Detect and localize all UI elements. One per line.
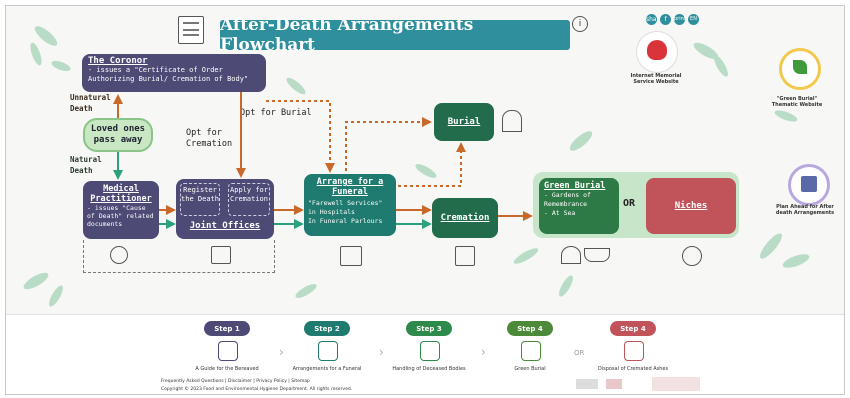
burial-box[interactable]: Burial <box>434 103 494 141</box>
funeral-title: Arrange for a Funeral <box>316 177 384 197</box>
step-label[interactable]: Handling of Deceased Bodies <box>392 366 466 372</box>
funeral-line1: "Farewell Services" in Hospitals <box>308 199 383 216</box>
tombstone-icon <box>502 110 522 132</box>
language-button[interactable]: EN <box>688 14 699 25</box>
step-pill[interactable]: Step 4 <box>507 321 553 336</box>
accessibility-badge <box>576 379 598 389</box>
leaf-decorations <box>23 26 810 307</box>
office-bracket <box>83 240 275 273</box>
footer-link-disclaimer[interactable]: Disclaimer <box>228 379 252 384</box>
ashes-disposal-icon[interactable] <box>624 341 644 361</box>
green-burial-link-circle[interactable] <box>779 48 821 90</box>
heart-icon <box>647 40 667 60</box>
niche-urn-icon <box>682 246 702 266</box>
medical-practitioner-box[interactable]: Medical Practitioner - issues "Cause of … <box>83 181 159 239</box>
footer-links: Frequently Asked Questions | Disclaimer … <box>161 379 310 384</box>
step-label[interactable]: Disposal of Cremated Ashes <box>597 366 669 372</box>
plan-ahead-link-label[interactable]: Plan Ahead for After death Arrangements <box>775 204 835 216</box>
coroner-title: The Coronor <box>88 56 148 66</box>
or-label: OR <box>623 198 636 209</box>
coroner-box[interactable]: The Coronor - issues a "Certificate of O… <box>82 54 266 92</box>
green-burial-line1: - Gardens of Remembrance <box>544 191 591 208</box>
chevron-right-icon: › <box>279 345 284 359</box>
burial-label: Burial <box>447 117 481 127</box>
info-icon[interactable]: i <box>572 16 588 32</box>
step-pill[interactable]: Step 2 <box>304 321 350 336</box>
step-pill[interactable]: Step 4 <box>610 321 656 336</box>
medical-title: Medical Practitioner <box>90 184 152 204</box>
step-label[interactable]: A Guide for the Bereaved <box>195 366 259 372</box>
footer-link-privacy[interactable]: Privacy Policy <box>256 379 287 384</box>
fehd-logo <box>652 377 700 391</box>
green-burial-icon[interactable] <box>521 341 541 361</box>
funeral-box[interactable]: Arrange for a Funeral "Farewell Services… <box>304 174 396 236</box>
cremation-label: Cremation <box>440 213 490 223</box>
register-death-item: Register the Death <box>180 183 220 216</box>
coroner-desc: - issues a "Certificate of Order Authori… <box>88 66 249 83</box>
doctor-icon <box>110 246 128 264</box>
memorial-link-label[interactable]: Internet Memorial Service Website <box>630 73 682 85</box>
niches-label: Niches <box>674 201 708 211</box>
apply-cremation-item: Apply for Cremation <box>228 183 270 216</box>
document-icon <box>178 16 204 44</box>
chevron-right-icon: › <box>481 345 486 359</box>
step-label[interactable]: Green Burial <box>514 366 546 372</box>
funeral-parlour-icon <box>340 246 362 266</box>
deceased-bodies-icon[interactable] <box>420 341 440 361</box>
opt-burial-label: Opt for Burial <box>240 108 312 118</box>
funeral-arrangement-icon[interactable] <box>318 341 338 361</box>
flowchart-page: After-Death Arrangements Flowchart i sha… <box>5 5 845 395</box>
joint-offices-title: Joint Offices <box>189 221 261 231</box>
notebook-icon <box>801 176 817 192</box>
plan-ahead-link-circle[interactable] <box>788 164 830 206</box>
office-desk-icon <box>211 246 231 264</box>
page-title: After-Death Arrangements Flowchart <box>220 15 570 55</box>
green-burial-box[interactable]: Green Burial - Gardens of Remembrance - … <box>539 178 619 234</box>
share-icon[interactable]: share <box>646 14 663 25</box>
step-pill[interactable]: Step 3 <box>406 321 452 336</box>
print-icon[interactable]: print <box>674 14 686 25</box>
step-or-label: OR <box>574 349 585 357</box>
step-label[interactable]: Arrangements for a Funeral <box>292 366 362 372</box>
opt-cremation-label: Opt for Cremation <box>186 128 233 149</box>
medical-desc: - issues "Cause of Death" related docume… <box>87 204 154 228</box>
step-pill[interactable]: Step 1 <box>204 321 250 336</box>
joint-offices-box[interactable]: Register the Death Apply for Cremation J… <box>176 179 274 239</box>
cremation-box[interactable]: Cremation <box>432 198 498 238</box>
chevron-right-icon: › <box>379 345 384 359</box>
green-burial-link-label[interactable]: "Green Burial" Thematic Website <box>771 96 823 108</box>
loved-ones-node: Loved ones pass away <box>83 118 153 152</box>
memorial-link-circle[interactable] <box>636 31 678 73</box>
unnatural-death-label: Unnatural Death <box>70 93 111 113</box>
facebook-icon[interactable]: f <box>660 14 671 25</box>
niches-box[interactable]: Niches <box>646 178 736 234</box>
bereaved-guide-icon[interactable] <box>218 341 238 361</box>
flower-icon <box>561 246 581 264</box>
social-buttons: share f print EN <box>646 14 699 25</box>
boat-icon <box>584 248 610 262</box>
green-burial-title: Green Burial <box>544 181 606 191</box>
funeral-line2: In Funeral Parlours <box>308 217 383 225</box>
crematorium-icon <box>455 246 475 266</box>
flow-arrows <box>113 92 533 229</box>
footer-link-faq[interactable]: Frequently Asked Questions <box>161 379 224 384</box>
green-burial-line2: - At Sea <box>544 209 576 217</box>
natural-death-label: Natural Death <box>70 155 102 175</box>
copyright-text: Copyright © 2023 Food and Environmental … <box>161 387 353 392</box>
footer-link-sitemap[interactable]: Sitemap <box>291 379 310 384</box>
award-badge <box>606 379 622 389</box>
step-navigation-footer: Step 1 A Guide for the Bereaved › Step 2 Arr… <box>6 314 844 394</box>
sprout-icon <box>793 60 807 74</box>
